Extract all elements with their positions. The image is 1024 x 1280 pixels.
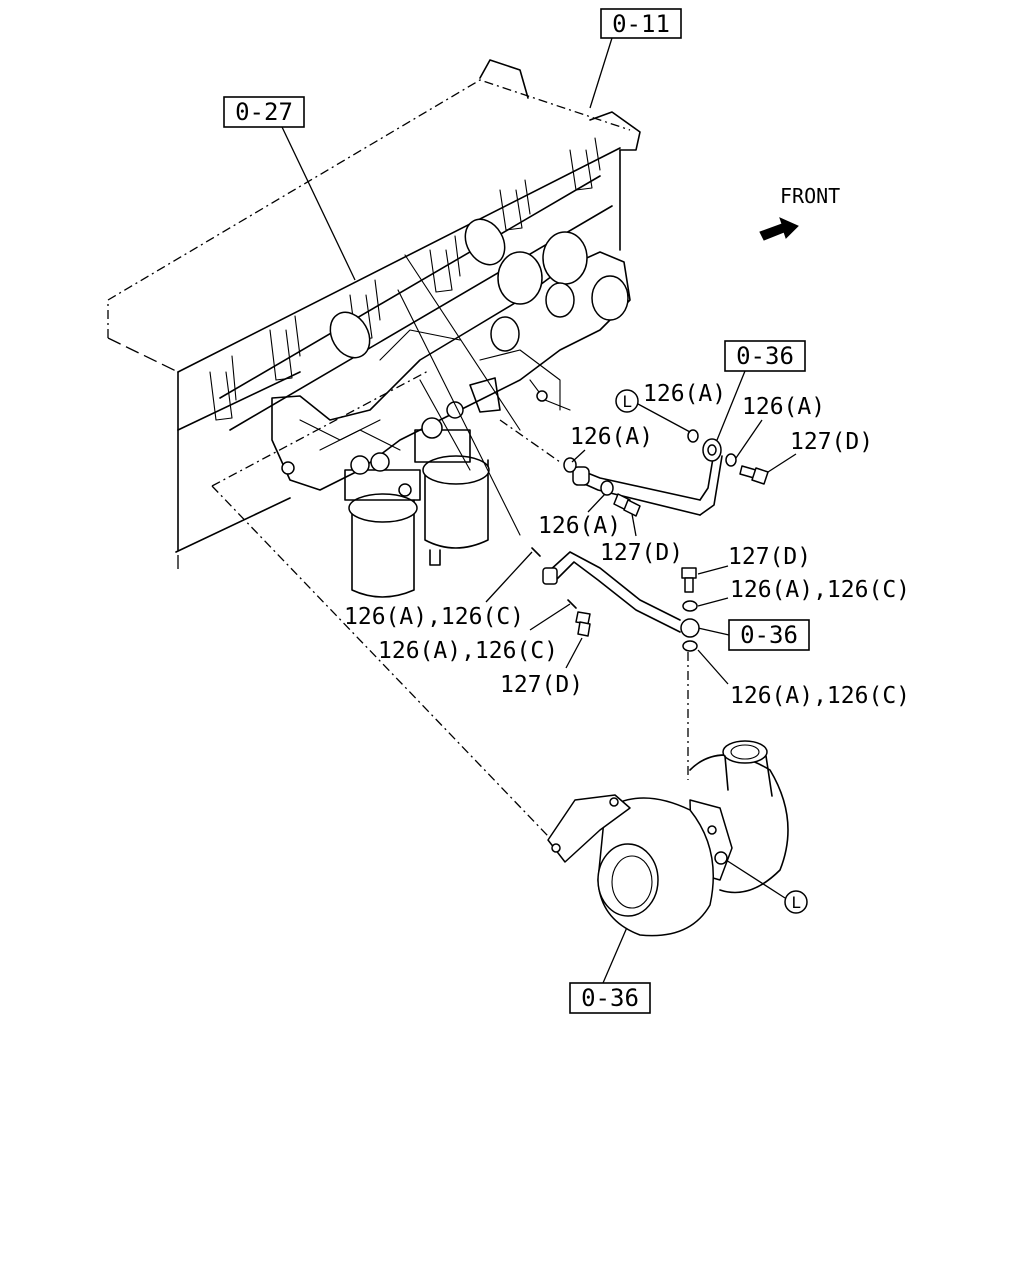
bolt-icon: [681, 567, 697, 593]
washer-icon: [687, 429, 699, 443]
part-label-127d: 127(D): [728, 544, 811, 570]
front-label: FRONT: [780, 184, 840, 208]
part-label-126a: 126(A): [643, 381, 726, 407]
oil-filter-left: [344, 452, 421, 598]
connection-marker-lower[interactable]: L: [784, 890, 808, 914]
part-label-126ac: 126(A),126(C): [378, 638, 558, 664]
part-label-126a: 126(A): [742, 394, 825, 420]
ref-box-turbo[interactable]: 0-36: [569, 982, 651, 1014]
marker-letter: L: [623, 392, 632, 411]
engine-block: [107, 59, 641, 598]
ref-turbo-label: 0-36: [581, 984, 639, 1012]
ref-box-left[interactable]: 0-27: [223, 96, 305, 128]
washer-icon: [600, 480, 614, 496]
part-label-127d: 127(D): [500, 672, 583, 698]
part-label-126ac: 126(A),126(C): [344, 604, 524, 630]
bolt-icon: [739, 465, 769, 485]
part-label-126ac: 126(A),126(C): [730, 577, 910, 603]
ref-top-label: 0-11: [612, 10, 670, 38]
ref-pipe-upper-label: 0-36: [736, 342, 794, 370]
ref-pipe-lower-label: 0-36: [740, 621, 798, 649]
washer-icon: [725, 453, 737, 467]
washer-icon: [682, 600, 698, 612]
connection-marker-upper[interactable]: L: [615, 389, 639, 413]
ref-box-pipe-lower[interactable]: 0-36: [728, 619, 810, 651]
oil-feed-pipe-upper: [572, 438, 723, 516]
ref-box-top[interactable]: 0-11: [600, 8, 682, 39]
part-label-126a: 126(A): [570, 424, 653, 450]
part-label-127d: 127(D): [600, 540, 683, 566]
part-label-126a: 126(A): [538, 513, 621, 539]
marker-letter: L: [792, 893, 801, 912]
oil-filter-right: [414, 401, 490, 566]
ref-box-pipe-upper[interactable]: 0-36: [724, 340, 806, 372]
front-arrow-icon: [759, 217, 799, 241]
ref-left-label: 0-27: [235, 98, 293, 126]
bolt-icon: [575, 611, 591, 637]
bolt-icon: [613, 493, 641, 517]
part-label-127d: 127(D): [790, 429, 873, 455]
turbocharger: [547, 740, 789, 937]
part-label-126ac: 126(A),126(C): [730, 683, 910, 709]
oil-feed-pipe-lower: [542, 551, 700, 638]
washer-icon: [682, 640, 698, 652]
